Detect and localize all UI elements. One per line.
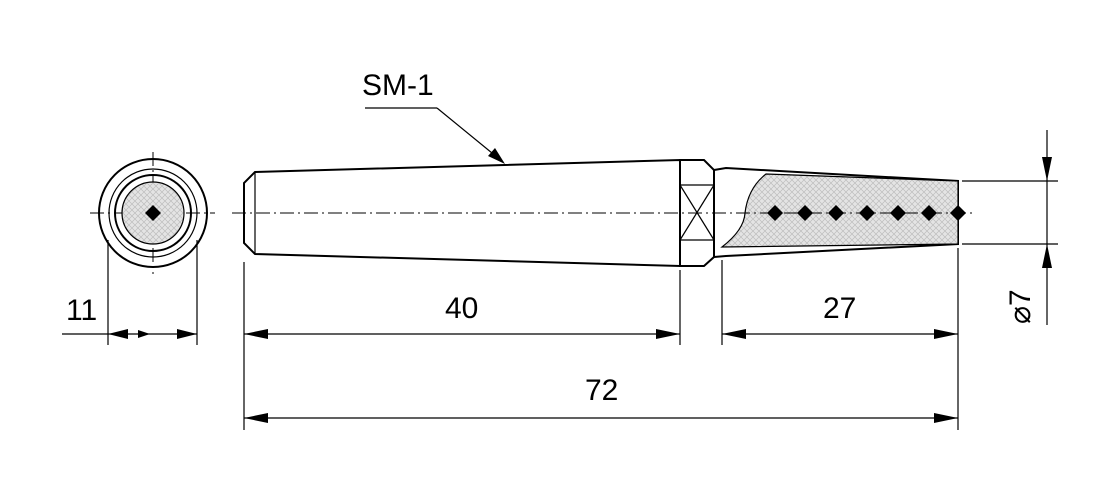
dim-11-arrow-right	[177, 329, 197, 339]
diamond-marker	[921, 205, 937, 221]
dim-11-text: 11	[66, 294, 97, 327]
diamond-marker	[950, 205, 966, 221]
dim-27-text: 27	[823, 292, 856, 325]
diamond-marker	[767, 205, 783, 221]
dim-tip-diameter: ⌀7	[962, 130, 1058, 325]
dim-7-arrow-top	[1042, 157, 1052, 181]
dim-72-text: 72	[585, 374, 618, 407]
end-view-outer-circle	[98, 158, 208, 268]
diamond-marker	[859, 205, 875, 221]
leader-arrowhead	[488, 148, 505, 164]
dim-body-length: 40	[243, 262, 681, 430]
dim-7-arrow-bottom	[1042, 244, 1052, 268]
end-view-ring-circle	[108, 168, 198, 258]
dim-7-text: ⌀7	[1004, 289, 1037, 324]
diamond-marker	[890, 205, 906, 221]
end-view-mid-circle	[114, 174, 192, 252]
dim-27-arrow-right	[934, 329, 958, 339]
part-label-leader: SM-1	[362, 69, 505, 164]
dim-40-text: 40	[445, 292, 478, 325]
dim-40-arrow-left	[244, 329, 268, 339]
dim-27-arrow-left	[722, 329, 746, 339]
dim-11-arrow-mid	[138, 330, 150, 338]
end-view-center-marker	[145, 205, 161, 221]
dim-end-diameter: 11	[62, 240, 198, 345]
dim-tip-length: 27	[721, 248, 959, 430]
dim-11-arrow-left	[108, 329, 128, 339]
part-label: SM-1	[362, 69, 434, 102]
diamond-marker	[797, 205, 813, 221]
dim-overall-length: 72	[244, 374, 958, 423]
diamond-marker	[828, 205, 844, 221]
dim-72-arrow-right	[934, 413, 958, 423]
side-view	[232, 158, 975, 268]
end-view	[90, 152, 215, 274]
diamond-markers	[767, 205, 966, 221]
dim-72-arrow-left	[244, 413, 268, 423]
dim-40-arrow-right	[656, 329, 680, 339]
